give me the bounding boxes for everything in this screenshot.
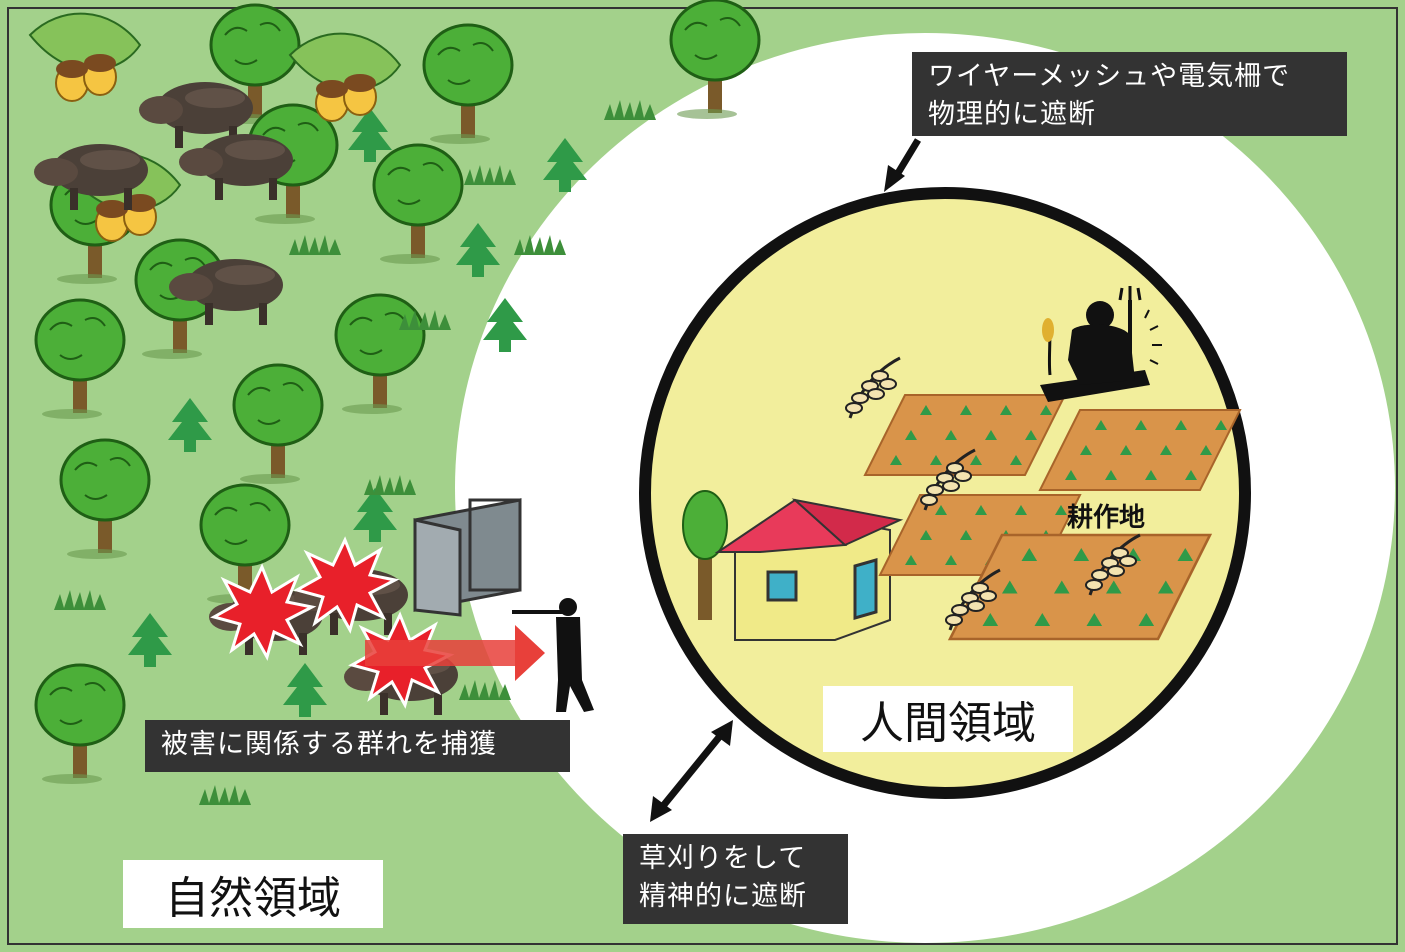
natural-area-label: 自然領域 — [123, 860, 383, 928]
physical-barrier-label: ワイヤーメッシュや電気柵で 物理的に遮断 — [912, 52, 1347, 136]
farmer-icon — [1040, 286, 1162, 402]
fence-arrow — [884, 138, 921, 192]
hunter-icon — [512, 598, 594, 712]
human-area-label: 人間領域 — [823, 686, 1073, 752]
psychological-barrier-label: 草刈りをして 精神的に遮断 — [623, 834, 848, 924]
buffer-arrow — [650, 720, 733, 822]
capture-label: 被害に関係する群れを捕獲 — [145, 720, 570, 772]
cage-trap-icon — [413, 498, 522, 617]
capture-arrow — [365, 625, 545, 681]
farmland-label: 耕作地 — [1067, 503, 1146, 533]
house-icon — [682, 490, 904, 641]
